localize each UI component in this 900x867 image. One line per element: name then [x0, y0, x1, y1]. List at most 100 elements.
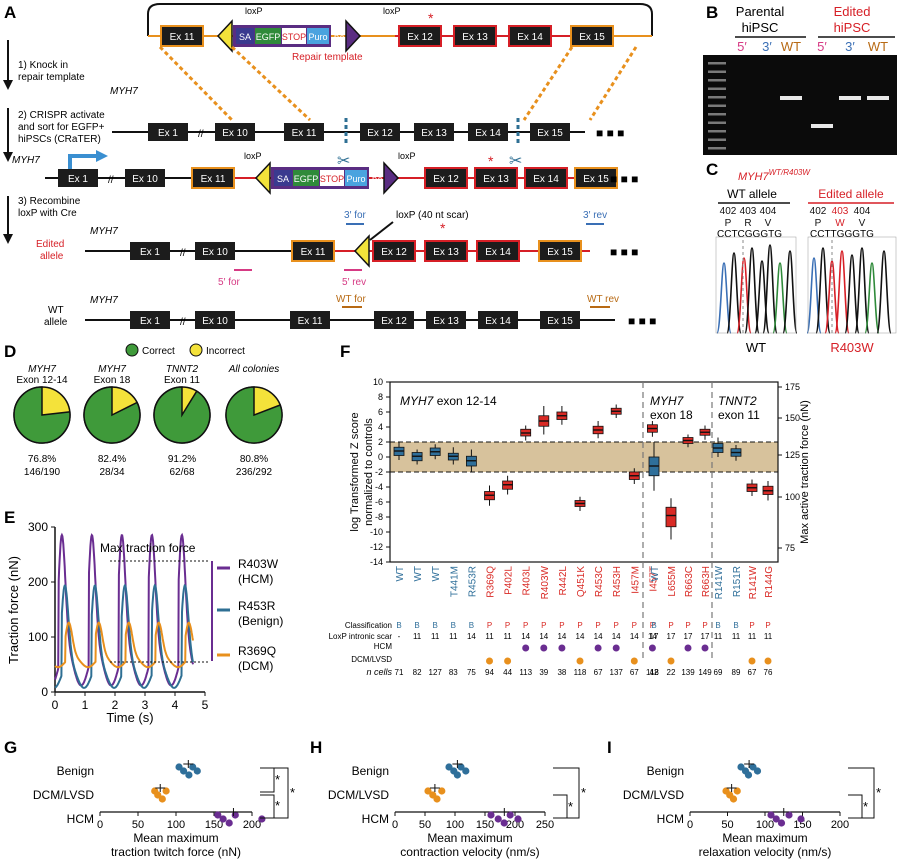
- locus-ex10-label: Ex 10: [222, 128, 248, 139]
- gel-band-parental-wt: [780, 96, 802, 100]
- f-dcm-dot-16: [667, 657, 675, 665]
- gel-lane-label-2: WT: [781, 39, 801, 54]
- step3-line1: 3) Recombine: [18, 196, 81, 207]
- f-ncells-11: 67: [594, 668, 603, 677]
- H-xtick-label: 100: [446, 819, 464, 831]
- H-dot-2-2: [500, 819, 508, 827]
- c-ed-trace-frame: [807, 236, 897, 334]
- homology-dash-1: [158, 45, 234, 122]
- ki-cassette-seg-label-0: SA: [277, 174, 289, 184]
- f-class-17: P: [685, 621, 690, 630]
- repair-loxp-left: loxP: [245, 6, 263, 16]
- box-21-R141W: [746, 479, 758, 496]
- G-dot-0-2: [185, 771, 193, 779]
- wt-ex1: Ex 1: [130, 311, 170, 329]
- f-class-13: P: [632, 621, 637, 630]
- c-wt-trace-frame: [715, 236, 797, 334]
- ki-loxp-left: loxP: [244, 151, 262, 161]
- step2-line2: and sort for EGFP+: [18, 122, 105, 133]
- ed-loxp-scar-icon: [353, 234, 370, 268]
- e-xtick-label: 2: [112, 698, 119, 712]
- I-xlabel-1: Mean maximum: [722, 831, 807, 845]
- ed-ex13: Ex 13: [424, 240, 468, 262]
- f-class-9: P: [559, 621, 564, 630]
- repair-ex12-box: [400, 27, 440, 45]
- f-class-14: P: [650, 621, 655, 630]
- f-ncells-0: 71: [395, 668, 404, 677]
- step1-arrowhead: [3, 80, 13, 90]
- wt-ex13-label: Ex 13: [433, 316, 459, 327]
- c-ed-label: R403W: [830, 340, 874, 355]
- H-group-label-2: HCM: [362, 812, 389, 826]
- f-ytick-label: -12: [370, 542, 383, 552]
- f-ytick-right-label: 125: [785, 450, 800, 460]
- step2-line1: 2) CRISPR activate: [18, 110, 105, 121]
- wt-ex1-box: [130, 311, 170, 329]
- homology-dash-3: [522, 46, 574, 121]
- f-ylabel-right: Max active traction force (nN): [799, 400, 811, 544]
- G-dot-0-4: [193, 767, 201, 775]
- H-star-2: *: [568, 799, 573, 814]
- gel-lane-label-5: WT: [868, 39, 888, 54]
- ki-cassette-seg-2: [320, 170, 344, 186]
- G-xtick-label: 50: [132, 819, 144, 831]
- primer-5for: 5′ for: [218, 277, 241, 288]
- chromatogram-wt-peak-4: [754, 260, 770, 334]
- pie-correct-slice-0: [13, 386, 71, 444]
- f-scar-8: 14: [539, 632, 548, 641]
- I-dot-1-2: [729, 795, 738, 803]
- panel-b-label: B: [706, 3, 718, 22]
- I-dot-2-1: [772, 815, 780, 823]
- f-xlabel-20: R151R: [732, 566, 743, 597]
- repair-cassette-seg-2: [282, 28, 306, 44]
- ed-ex1: Ex 1: [130, 242, 170, 260]
- promoter-arrow: [68, 154, 98, 170]
- f-ncells-20: 89: [732, 668, 741, 677]
- e-xlabel: Time (s): [106, 710, 153, 725]
- panel-h-label: H: [310, 738, 322, 757]
- gel-lane-label-3: 5′: [817, 39, 827, 54]
- box-9-R442L: [556, 406, 568, 425]
- pie-gene-3: All colonies: [228, 364, 280, 375]
- f-class-22: P: [765, 621, 770, 630]
- primer-wtrev: WT rev: [587, 294, 619, 305]
- chromatogram-ed-peak-6: [864, 262, 880, 334]
- locus-ex13-label: Ex 13: [421, 128, 447, 139]
- chromatogram-wt-peak-7: [782, 250, 798, 334]
- box-4-R453R: [465, 449, 477, 472]
- ki-cassette-seg-label-1: EGFP: [294, 174, 319, 184]
- ed-ex15-label: Ex 15: [547, 247, 573, 258]
- H-xlabel-1: Mean maximum: [427, 831, 512, 845]
- locus-ex13-box: [414, 123, 454, 141]
- panel-g-label: G: [4, 738, 17, 757]
- ki-ex15: Ex 15: [574, 167, 618, 189]
- f-scar-9: 14: [557, 632, 566, 641]
- f-ytick-label: 10: [373, 377, 383, 387]
- locus-ex1: Ex 1: [148, 123, 188, 141]
- trace-R453R: [54, 583, 194, 689]
- ki-ex10-box: [125, 169, 165, 187]
- c-aa-1-0: P: [815, 218, 822, 229]
- wt-allele-label-2: allele: [44, 317, 68, 328]
- ed-ex10: Ex 10: [195, 242, 235, 260]
- legend-correct: Correct: [142, 346, 175, 357]
- ki-ex1-label: Ex 1: [68, 174, 88, 185]
- ladder-band: [708, 121, 726, 124]
- edited-ellipsis: ■ ■ ■: [610, 245, 638, 259]
- f-group-title-2-gene: TNNT2: [718, 394, 757, 408]
- H-dot-1-2: [433, 795, 441, 803]
- e-ylabel: Traction force (nN): [6, 556, 21, 664]
- e-xtick-label: 5: [202, 698, 209, 712]
- G-dot-2-2: [225, 819, 233, 827]
- wt-break: //: [180, 317, 186, 328]
- pie-frac-3: 236/292: [236, 467, 273, 478]
- f-xlabel-21: R141W: [748, 565, 759, 599]
- trace-R369Q: [54, 621, 194, 669]
- f-scar-2: 11: [431, 632, 440, 641]
- repair-cassette-loxp-left-icon: [216, 19, 233, 53]
- ki-ex13: Ex 13: [474, 167, 518, 189]
- pie-gene-2: TNNT2: [166, 364, 199, 375]
- c-title: MYH7WT/R403W: [738, 168, 811, 183]
- edited-label-1: Edited: [834, 4, 871, 19]
- ki-ex12-label: Ex 12: [433, 174, 459, 185]
